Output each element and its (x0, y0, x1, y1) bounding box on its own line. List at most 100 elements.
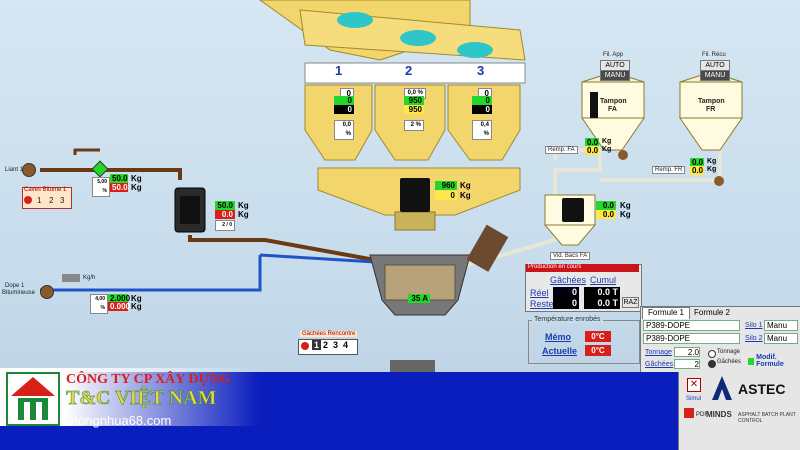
silo-fr-l1: Tampon (698, 98, 725, 105)
bitumen-pump-icon[interactable] (22, 163, 36, 177)
fr-v1: 0.0 (690, 158, 704, 167)
gachees-rencontre-title: Gâchées Rencontre (300, 331, 358, 337)
company-line2: T&C VIỆT NAM (66, 387, 217, 410)
bin1-mini: 0,0 % (334, 120, 354, 140)
reel-cumul: 0.0 T (584, 287, 620, 298)
vid-bacs-label[interactable]: Vid. Bacs FA (550, 252, 591, 260)
gachee-num-1[interactable]: 1 (312, 340, 322, 350)
company-line1: CÔNG TY CP XÂY DỰNG (66, 372, 231, 387)
company-website[interactable]: betongnhua68.com (60, 413, 172, 428)
dope-label2: Bitumineuse (2, 290, 36, 296)
gachee-num-3[interactable]: 3 (333, 340, 339, 350)
fa-unit: Kg (602, 138, 612, 145)
filler-weigh-v2: 0.0 (596, 210, 616, 219)
dope-unit2: Kg (131, 302, 142, 311)
formula-row2-select[interactable]: P389-DOPE (643, 333, 740, 344)
weigh-hopper-value2: 0 (435, 191, 457, 200)
minds-label: MINDS (706, 410, 732, 419)
fa-app-manu-button[interactable]: MANU (600, 70, 630, 81)
weigh-hopper-unit: Kg (460, 181, 471, 190)
liant-label: Liant 1 (5, 167, 24, 173)
radio-tonnage[interactable] (708, 350, 716, 358)
bin3-green: 0 (472, 96, 492, 105)
bin2-green: 950 (404, 96, 424, 105)
astec-logo-icon (712, 376, 732, 400)
bitumen-scale1: 50.0 (215, 201, 235, 210)
bin1-green: 0 (334, 96, 354, 105)
remp-fa-label[interactable]: Remp. FA (545, 146, 578, 154)
temperature-panel (528, 320, 640, 364)
silo1-label: Silo 1 (745, 322, 763, 329)
filler-weigh-gauge (562, 198, 584, 222)
simul-label: Simul (686, 396, 702, 402)
cave-2[interactable]: 2 (49, 196, 54, 205)
tonnage-input[interactable]: 2.0 (674, 347, 700, 357)
astec-logo: ASTEC (738, 381, 786, 397)
gachees-input[interactable]: 2 (674, 359, 700, 369)
weigh-hopper-unit2: Kg (460, 191, 471, 200)
dope-rate-label: Kg/h (83, 275, 96, 281)
temperature-title: Température enrobés (532, 316, 603, 323)
production-col2: Cumul (590, 275, 617, 285)
reste-gachees: 0 (553, 298, 579, 309)
production-col1: Gâchées (550, 275, 587, 285)
modif-formule-button[interactable]: Modif. Formule (748, 354, 800, 368)
dope-pct: 4,00 % (90, 294, 108, 314)
pdf-icon[interactable] (684, 408, 694, 418)
caves-stop-icon[interactable] (24, 196, 32, 204)
gachee-num-4[interactable]: 4 (343, 340, 349, 350)
fa-v1: 0.0 (585, 138, 599, 147)
reel-label: Réel (530, 288, 549, 298)
bitumen-scale-small: 2 / 0 (215, 220, 235, 231)
bitumen-unit: Kg (131, 174, 142, 183)
dope-v1: 2.000 (108, 294, 131, 303)
tab-formule-2[interactable]: Formule 2 (693, 308, 730, 317)
bitumen-unit3: Kg (238, 201, 249, 210)
fa-unit2: Kg (602, 146, 612, 153)
caves-bitume-panel (22, 187, 72, 209)
fr-motor-icon[interactable] (714, 176, 724, 186)
silo-fr-l2: FR (706, 106, 716, 113)
astec-subtitle: ASPHALT BATCH PLANT CONTROL (738, 412, 796, 424)
silo1-select[interactable]: Manu (764, 320, 798, 331)
memo-value: 0°C (585, 331, 611, 342)
tonnage-label: Tonnage (645, 349, 672, 356)
cave-1[interactable]: 1 (37, 196, 42, 205)
fa-v2: 0.0 (585, 146, 599, 155)
gachee-num-2[interactable]: 2 (323, 340, 329, 350)
filler-weigh-unit: Kg (620, 201, 631, 210)
silo2-select[interactable]: Manu (764, 333, 798, 344)
tab-formule-1[interactable]: Formule 1 (642, 307, 690, 319)
weigh-hopper-gauge (400, 178, 430, 212)
gachees-label: Gâchées (645, 361, 674, 368)
mixer-amps: 35 A (408, 294, 430, 303)
fa-app-title: Fil. App (603, 52, 624, 58)
raz-button[interactable]: RAZ (622, 297, 639, 308)
reste-label: Reste (530, 299, 554, 309)
bin1-red: 0 (334, 105, 354, 114)
actuelle-label: Actuelle (542, 346, 578, 356)
remp-fr-label[interactable]: Remp. FR (652, 166, 686, 174)
bitumen-unit2: Kg (131, 183, 142, 192)
simul-icon[interactable]: ✕ (687, 378, 701, 392)
silo-fa-l2: FA (608, 106, 617, 113)
weigh-hopper-value: 960 (435, 181, 457, 190)
actuelle-value: 0°C (585, 345, 611, 356)
bitumen-v1: 50.0 (110, 174, 128, 183)
dope-pump-icon[interactable] (40, 285, 54, 299)
production-title: Production en cours (526, 264, 639, 272)
bitumen-scale2: 0.0 (215, 210, 235, 219)
silo2-label: Silo 2 (745, 335, 763, 342)
formula-row1-select[interactable]: P389-DOPE (643, 320, 740, 331)
fr-unit2: Kg (707, 166, 717, 173)
dope-v2: 0.000 (108, 302, 131, 311)
gachees-stop-icon[interactable] (301, 342, 309, 350)
bitumen-pct: 5,00 % (92, 177, 110, 197)
bin-label-3: 3 (477, 63, 485, 78)
cave-3[interactable]: 3 (60, 196, 65, 205)
fa-motor-icon[interactable] (618, 150, 628, 160)
pdf-label: PDF (696, 412, 708, 418)
fa-rec-title: Fil. Récu (702, 52, 726, 58)
fa-rec-manu-button[interactable]: MANU (700, 70, 730, 81)
radio-gachees[interactable] (708, 360, 716, 368)
